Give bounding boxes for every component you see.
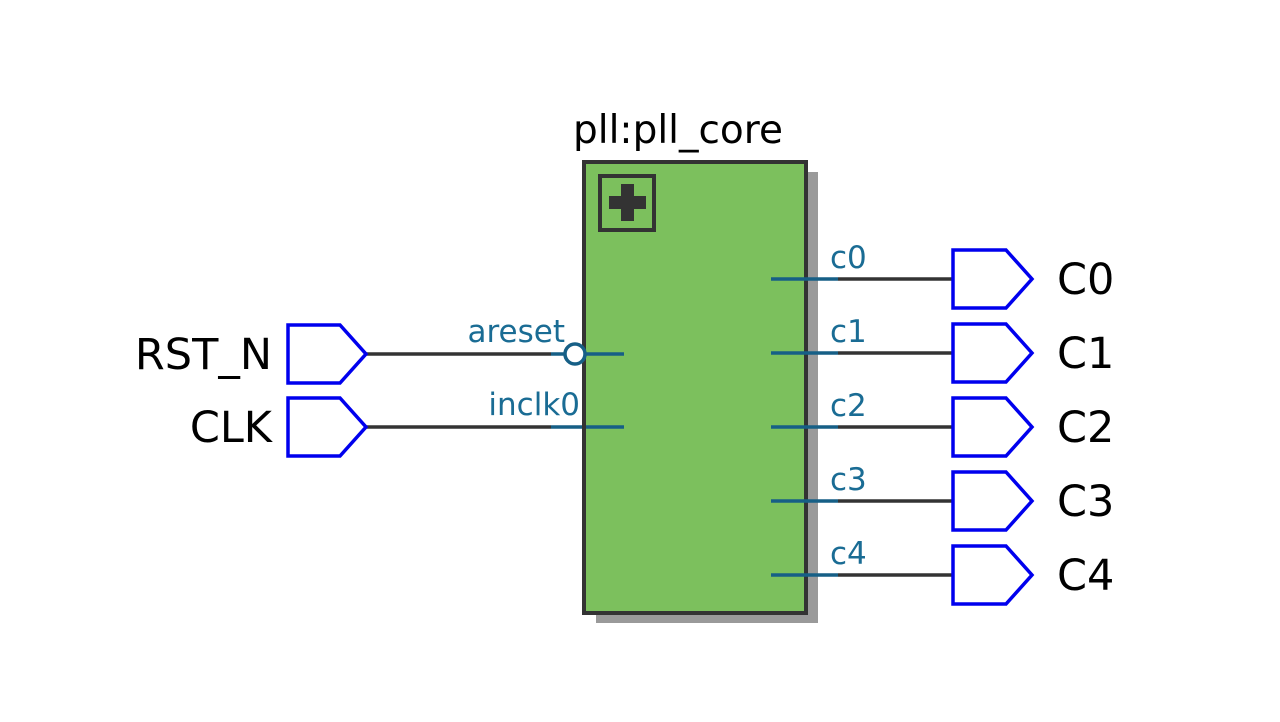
signal-name-c4: C4 <box>1057 551 1114 601</box>
signal-name-rst-n: RST_N <box>135 330 272 380</box>
input-pin-stubs <box>586 352 624 429</box>
signal-name-c3: C3 <box>1057 477 1114 527</box>
pin-label-c1: c1 <box>830 314 867 350</box>
output-port-c1[interactable] <box>951 322 1035 384</box>
input-port-rst-n[interactable] <box>286 323 369 385</box>
output-port-c3[interactable] <box>951 470 1035 532</box>
pin-label-inclk0: inclk0 <box>488 387 580 423</box>
block-shadow <box>596 172 818 623</box>
pll-block-body[interactable] <box>582 160 808 615</box>
inversion-bubble-areset <box>563 342 587 366</box>
pin-label-areset: areset <box>467 314 565 350</box>
input-port-clk[interactable] <box>286 396 369 458</box>
signal-name-c1: C1 <box>1057 329 1114 379</box>
pin-label-c4: c4 <box>830 536 867 572</box>
pin-label-c3: c3 <box>830 462 867 498</box>
plus-icon[interactable] <box>598 174 656 232</box>
signal-name-c0: C0 <box>1057 255 1114 305</box>
output-wires <box>771 277 953 577</box>
signal-name-clk: CLK <box>190 403 274 453</box>
pin-label-c2: c2 <box>830 388 867 424</box>
output-port-c0[interactable] <box>951 248 1035 310</box>
output-port-c2[interactable] <box>951 396 1035 458</box>
block-title: pll:pll_core <box>573 108 783 153</box>
pin-label-c0: c0 <box>830 240 867 276</box>
output-port-c4[interactable] <box>951 544 1035 606</box>
signal-name-c2: C2 <box>1057 403 1114 453</box>
